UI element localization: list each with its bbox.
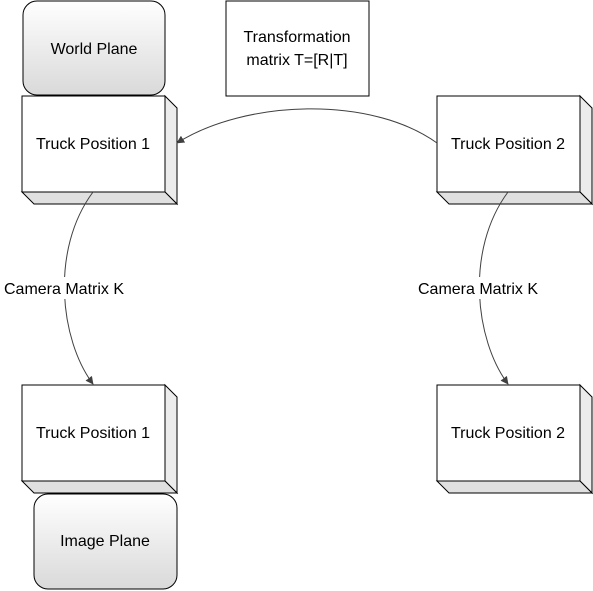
- truck-position-2-world-label: Truck Position 2: [451, 136, 565, 153]
- world-plane-node: World Plane: [22, 0, 166, 96]
- camera-matrix-label-left: Camera Matrix K: [4, 281, 124, 298]
- transformation-arrow: [176, 108, 438, 144]
- image-plane-node: Image Plane: [33, 493, 178, 590]
- transformation-matrix-node: Transformation matrix T=[R|T]: [225, 0, 370, 97]
- truck-position-2-image-label: Truck Position 2: [451, 425, 565, 442]
- truck-position-1-world-node: Truck Position 1: [20, 94, 179, 206]
- truck-position-1-world-label: Truck Position 1: [36, 136, 150, 153]
- camera-matrix-label-left-group: Camera Matrix K: [0, 277, 128, 299]
- transformation-label-line2: matrix T=[R|T]: [246, 52, 347, 69]
- truck-position-1-image-label: Truck Position 1: [36, 425, 150, 442]
- transformation-label-line1: Transformation: [244, 29, 351, 46]
- truck-position-1-image-node: Truck Position 1: [20, 383, 179, 495]
- truck-position-2-image-node: Truck Position 2: [435, 383, 593, 495]
- camera-matrix-label-right: Camera Matrix K: [418, 281, 538, 298]
- truck-position-2-world-node: Truck Position 2: [435, 94, 593, 206]
- camera-matrix-label-right-group: Camera Matrix K: [414, 277, 542, 299]
- world-plane-label: World Plane: [51, 41, 138, 58]
- image-plane-label: Image Plane: [60, 533, 150, 550]
